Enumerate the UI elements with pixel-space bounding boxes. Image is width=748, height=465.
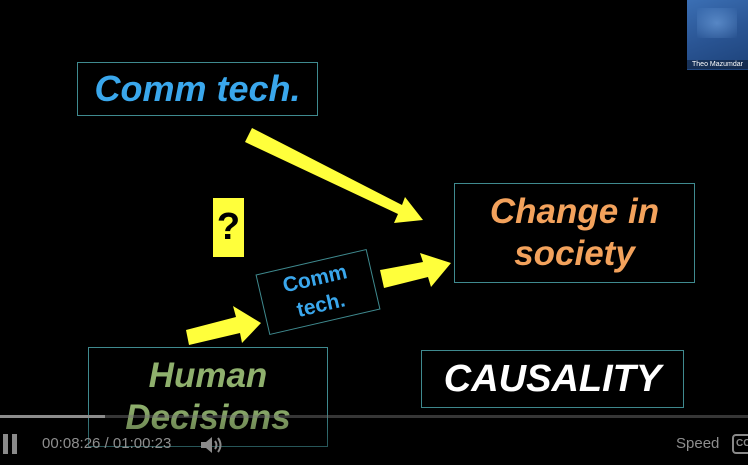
current-time: 00:08:26 (42, 435, 101, 452)
volume-icon (201, 437, 222, 453)
participant-name: Theo Mazumdar (687, 60, 748, 69)
comm-tech-label: Comm tech. (94, 68, 301, 109)
causality-box: CAUSALITY (421, 350, 684, 408)
human-line-1: Human (148, 356, 268, 395)
webcam-thumbnail[interactable]: Theo Mazumdar (687, 0, 748, 70)
change-line-1: Change in (489, 192, 660, 231)
question-mark: ? (216, 206, 241, 248)
pause-button[interactable] (2, 434, 18, 454)
duration: 01:00:23 (112, 435, 172, 452)
question-mark-badge: ? (213, 198, 244, 257)
closed-captions-icon: CC (736, 438, 748, 449)
volume-button[interactable] (199, 434, 225, 456)
time-display: 00:08:26 / 01:00:23 (42, 435, 171, 452)
closed-captions-button[interactable]: CC (732, 434, 748, 454)
arrow-human-to-commtech (186, 306, 261, 345)
change-in-society-box: Change in society (454, 183, 695, 283)
arrow-commtech-to-change (245, 128, 423, 223)
time-separator: / (100, 435, 113, 452)
change-line-2: society (514, 234, 635, 273)
progress-bar[interactable] (0, 415, 748, 418)
webcam-video (697, 8, 737, 38)
speed-button[interactable]: Speed (676, 435, 720, 452)
video-controls-bar: 00:08:26 / 01:00:23 Speed CC (0, 405, 748, 465)
progress-fill (0, 415, 105, 418)
comm-tech-box: Comm tech. (77, 62, 318, 116)
arrow-commtech-small-to-change (380, 253, 451, 288)
causality-label: CAUSALITY (443, 357, 662, 400)
